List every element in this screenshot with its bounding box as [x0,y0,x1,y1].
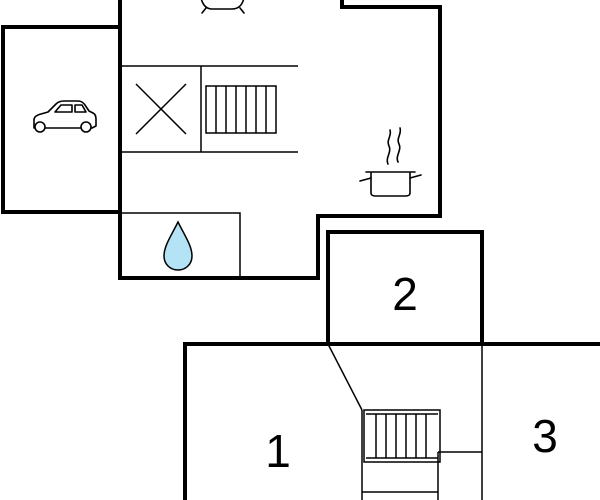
garage-walls [1,25,122,214]
upper-floor-walls [118,0,442,280]
lower-floor-partitions [327,343,483,500]
stairs-icon [205,85,277,134]
room-1-label: 1 [265,425,291,477]
bathtub-icon [200,0,245,14]
stair-block-upper [120,65,298,153]
utility-room-walls [119,212,241,279]
room-2-label: 2 [392,268,418,320]
car-icon [33,100,97,133]
lower-floor-walls [183,342,600,500]
stairs-icon-lower [363,409,441,463]
void-cross-icon [135,83,187,135]
water-drop-icon [163,220,193,271]
cooking-pot-icon [359,127,422,197]
room-3-label: 3 [532,410,558,462]
